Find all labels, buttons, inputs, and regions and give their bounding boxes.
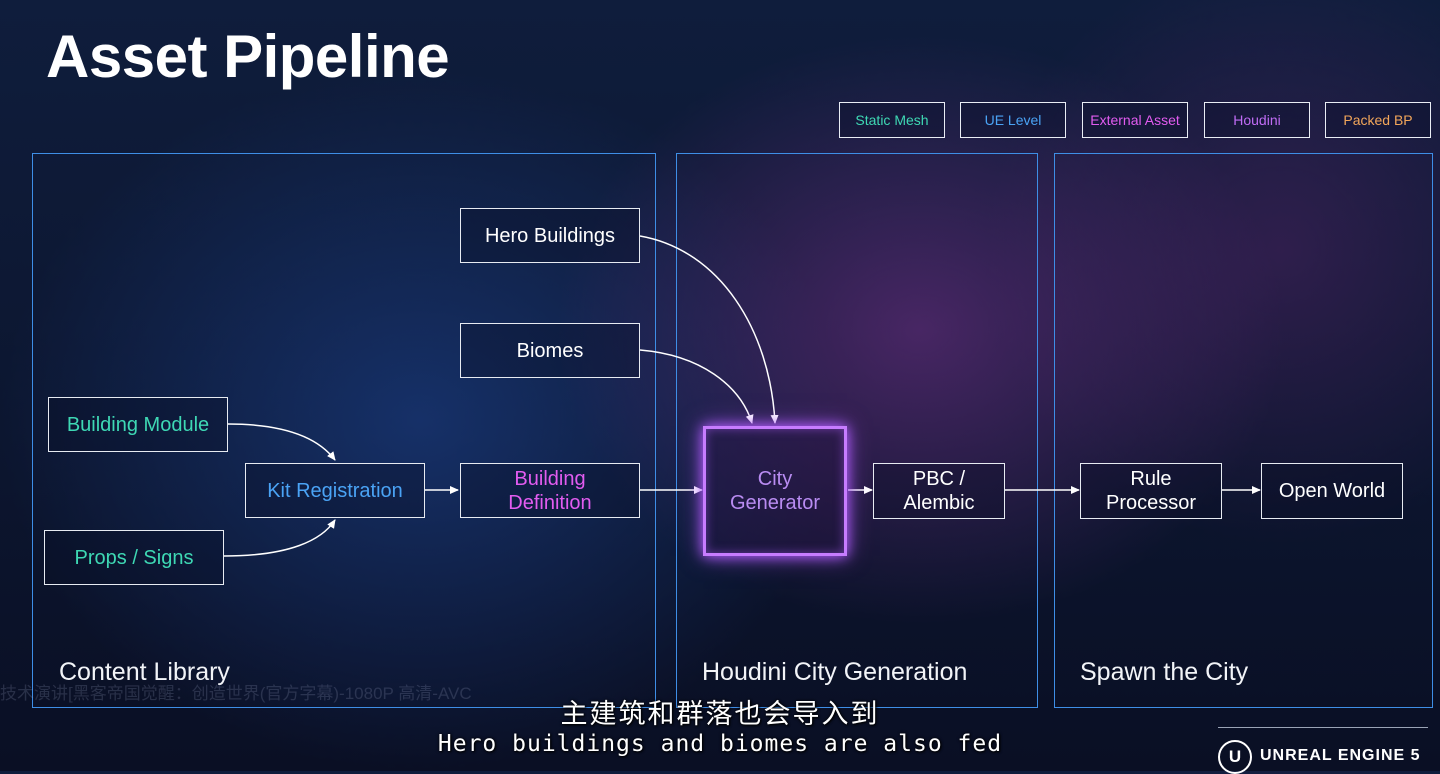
legend-ue-level: UE Level	[960, 102, 1066, 138]
node-rule-processor: Rule Processor	[1080, 463, 1222, 519]
edge-hero-buildings-to-city-generator	[639, 235, 779, 424]
edge-building-module-to-kit-registration	[227, 423, 336, 461]
node-hero-buildings: Hero Buildings	[460, 208, 640, 263]
panel-label-spawn-the-city: Spawn the City	[1080, 658, 1249, 686]
panel-content-library	[32, 153, 656, 708]
panel-label-content-library: Content Library	[59, 658, 230, 686]
node-open-world: Open World	[1261, 463, 1403, 519]
node-biomes: Biomes	[460, 323, 640, 378]
node-building-module: Building Module	[48, 397, 228, 452]
unreal-engine-wordmark: UNREAL ENGINE 5	[1260, 747, 1421, 764]
panel-label-houdini-city-generation: Houdini City Generation	[702, 658, 968, 686]
node-kit-registration: Kit Registration	[245, 463, 425, 518]
node-props-signs: Props / Signs	[44, 530, 224, 585]
node-city-generator: City Generator	[703, 426, 847, 556]
panel-spawn-the-city	[1054, 153, 1433, 708]
legend-static-mesh: Static Mesh	[839, 102, 945, 138]
subtitle-chinese: 主建筑和群落也会导入到	[560, 699, 880, 729]
legend-packed-bp: Packed BP	[1325, 102, 1431, 138]
unreal-logo-icon: U	[1218, 740, 1252, 774]
subtitle-english: Hero buildings and biomes are also fed	[437, 731, 1003, 757]
edge-props-signs-to-kit-registration	[223, 519, 336, 557]
video-watermark: 技术演讲[黑客帝国觉醒：创造世界(官方字幕)-1080P 高清-AVC	[0, 684, 472, 703]
slide-title: Asset Pipeline	[46, 23, 450, 90]
panel-houdini-city-generation	[676, 153, 1038, 708]
node-building-definition: Building Definition	[460, 463, 640, 518]
node-pbc-alembic: PBC / Alembic	[873, 463, 1005, 519]
edge-biomes-to-city-generator	[639, 349, 754, 424]
legend-houdini: Houdini	[1204, 102, 1310, 138]
legend-external-asset: External Asset	[1082, 102, 1188, 138]
branding-divider	[1218, 727, 1428, 728]
